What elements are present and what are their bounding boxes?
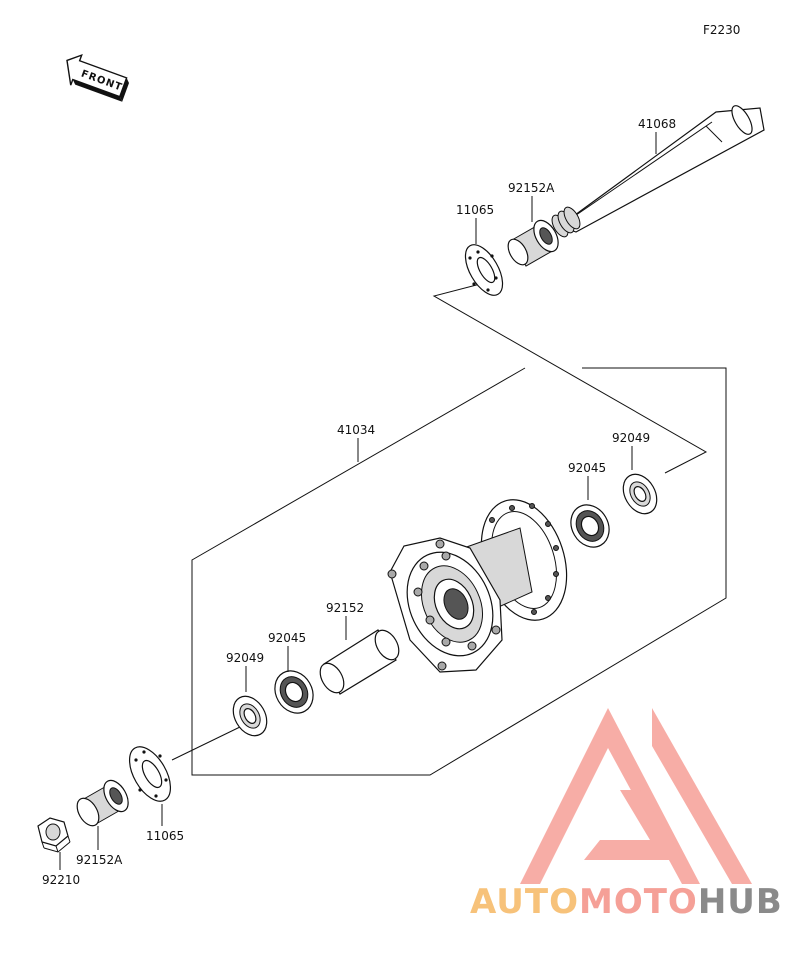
axle-guide-upper	[432, 281, 708, 474]
collar-inner-part	[319, 629, 400, 695]
sprocket-lower-part	[128, 746, 172, 802]
sprocket-upper-part	[464, 244, 504, 296]
label-collar-inner: 92152	[326, 601, 364, 615]
watermark-seg3: HUB	[698, 882, 783, 922]
bearing-right-part	[570, 504, 610, 548]
diagram-code: F2230	[703, 23, 740, 37]
label-sprocket-lower: 11065	[146, 829, 184, 843]
watermark-seg1: AUTO	[470, 882, 579, 922]
seal-left-part	[232, 695, 268, 737]
collar-upper-part	[507, 219, 559, 267]
label-collar-lower: 92152A	[76, 853, 123, 867]
label-nut: 92210	[42, 873, 80, 887]
axle-guide-lower	[171, 725, 243, 761]
axle-thread	[551, 206, 581, 238]
collar-lower-part	[76, 779, 129, 827]
watermark-logo-icon	[520, 708, 752, 884]
seal-right-part	[622, 473, 658, 515]
label-collar-upper: 92152A	[508, 181, 555, 195]
axle-part	[551, 105, 765, 238]
label-bearing-right: 92045	[568, 461, 606, 475]
label-axle: 41068	[638, 117, 676, 131]
front-arrow-icon: FRONT	[66, 53, 130, 102]
label-seal-right: 92049	[612, 431, 650, 445]
hub-part	[387, 499, 568, 673]
label-seal-left: 92049	[226, 651, 264, 665]
bearing-left-part	[274, 670, 314, 714]
watermark-text: AUTOMOTOHUB	[470, 882, 783, 922]
hub-frame-outline	[191, 367, 727, 776]
nut-part	[37, 817, 71, 853]
label-bearing-left: 92045	[268, 631, 306, 645]
hub-bolt-holes	[387, 539, 501, 671]
label-sprocket-upper: 11065	[456, 203, 494, 217]
watermark-seg2: MOTO	[579, 882, 698, 922]
label-hub: 41034	[337, 423, 375, 437]
hub-spoke-holes	[489, 503, 559, 615]
